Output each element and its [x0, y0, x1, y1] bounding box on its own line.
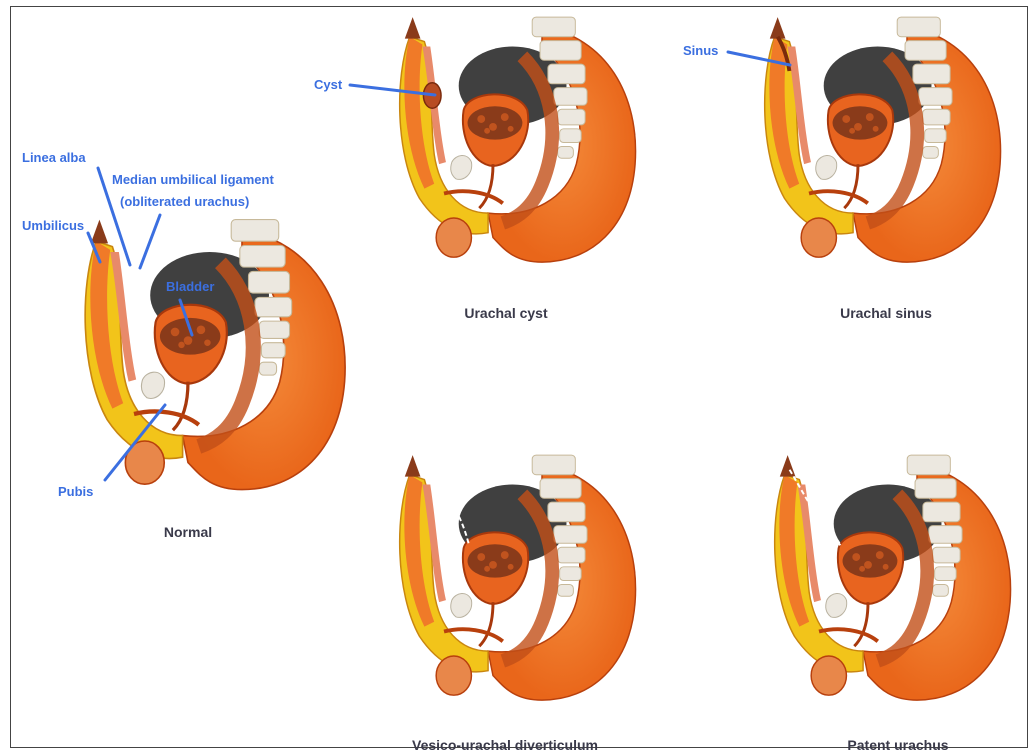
cyst-label: Cyst [314, 77, 342, 92]
median-umbilical-ligament-label-line2: (obliterated urachus) [120, 194, 249, 209]
caption-urachal-cyst: Urachal cyst [464, 305, 547, 321]
median-umbilical-leader [140, 215, 160, 268]
caption-vesico-urachal-diverticulum: Vesico-urachal diverticulum [412, 737, 598, 753]
umbilicus-label: Umbilicus [22, 218, 84, 233]
sinus-leader [728, 52, 790, 65]
bladder-leader [180, 300, 192, 335]
caption-patent-urachus: Patent urachus [847, 737, 948, 753]
caption-normal: Normal [164, 524, 212, 540]
cyst-leader [350, 85, 435, 95]
median-umbilical-ligament-label-line1: Median umbilical ligament [112, 172, 274, 187]
bladder-label: Bladder [166, 279, 214, 294]
caption-urachal-sinus: Urachal sinus [840, 305, 932, 321]
pubis-leader [105, 405, 165, 480]
umbilicus-leader [88, 233, 100, 262]
pubis-label: Pubis [58, 484, 93, 499]
sinus-label: Sinus [683, 43, 718, 58]
linea-alba-label: Linea alba [22, 150, 86, 165]
